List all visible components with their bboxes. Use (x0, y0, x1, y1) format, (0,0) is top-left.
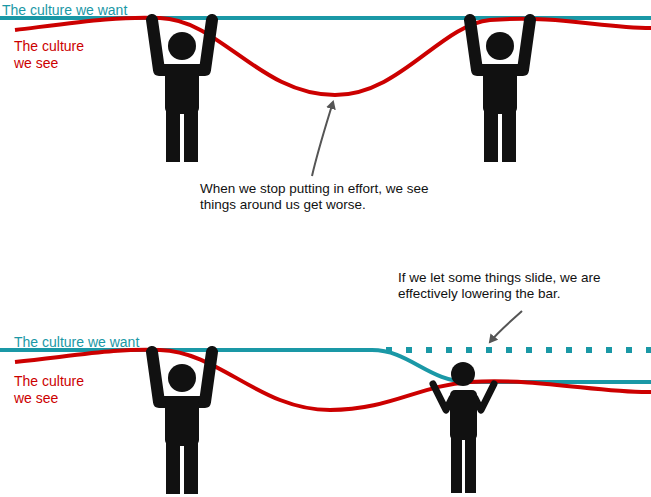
lifting-figure (470, 20, 530, 162)
seen-culture-line (15, 18, 651, 95)
wanted-culture-label: The culture we want (2, 2, 202, 19)
seen-culture-label: The culture we see (14, 38, 92, 72)
leader-arrow (490, 311, 522, 342)
previous-bar-dotted-line (386, 347, 651, 353)
leader-arrow (312, 102, 333, 176)
lifting-figure (152, 352, 212, 494)
shrugging-figure (433, 362, 494, 493)
seen-culture-label: The culture we see (14, 373, 92, 407)
annotation-note: When we stop putting in effort, we see t… (200, 181, 440, 213)
seen-culture-line (15, 350, 651, 410)
annotation-note: If we let some things slide, we are effe… (398, 270, 650, 302)
lifting-figure (152, 20, 212, 162)
wanted-culture-label: The culture we want (14, 334, 214, 351)
wanted-culture-line (0, 350, 651, 382)
